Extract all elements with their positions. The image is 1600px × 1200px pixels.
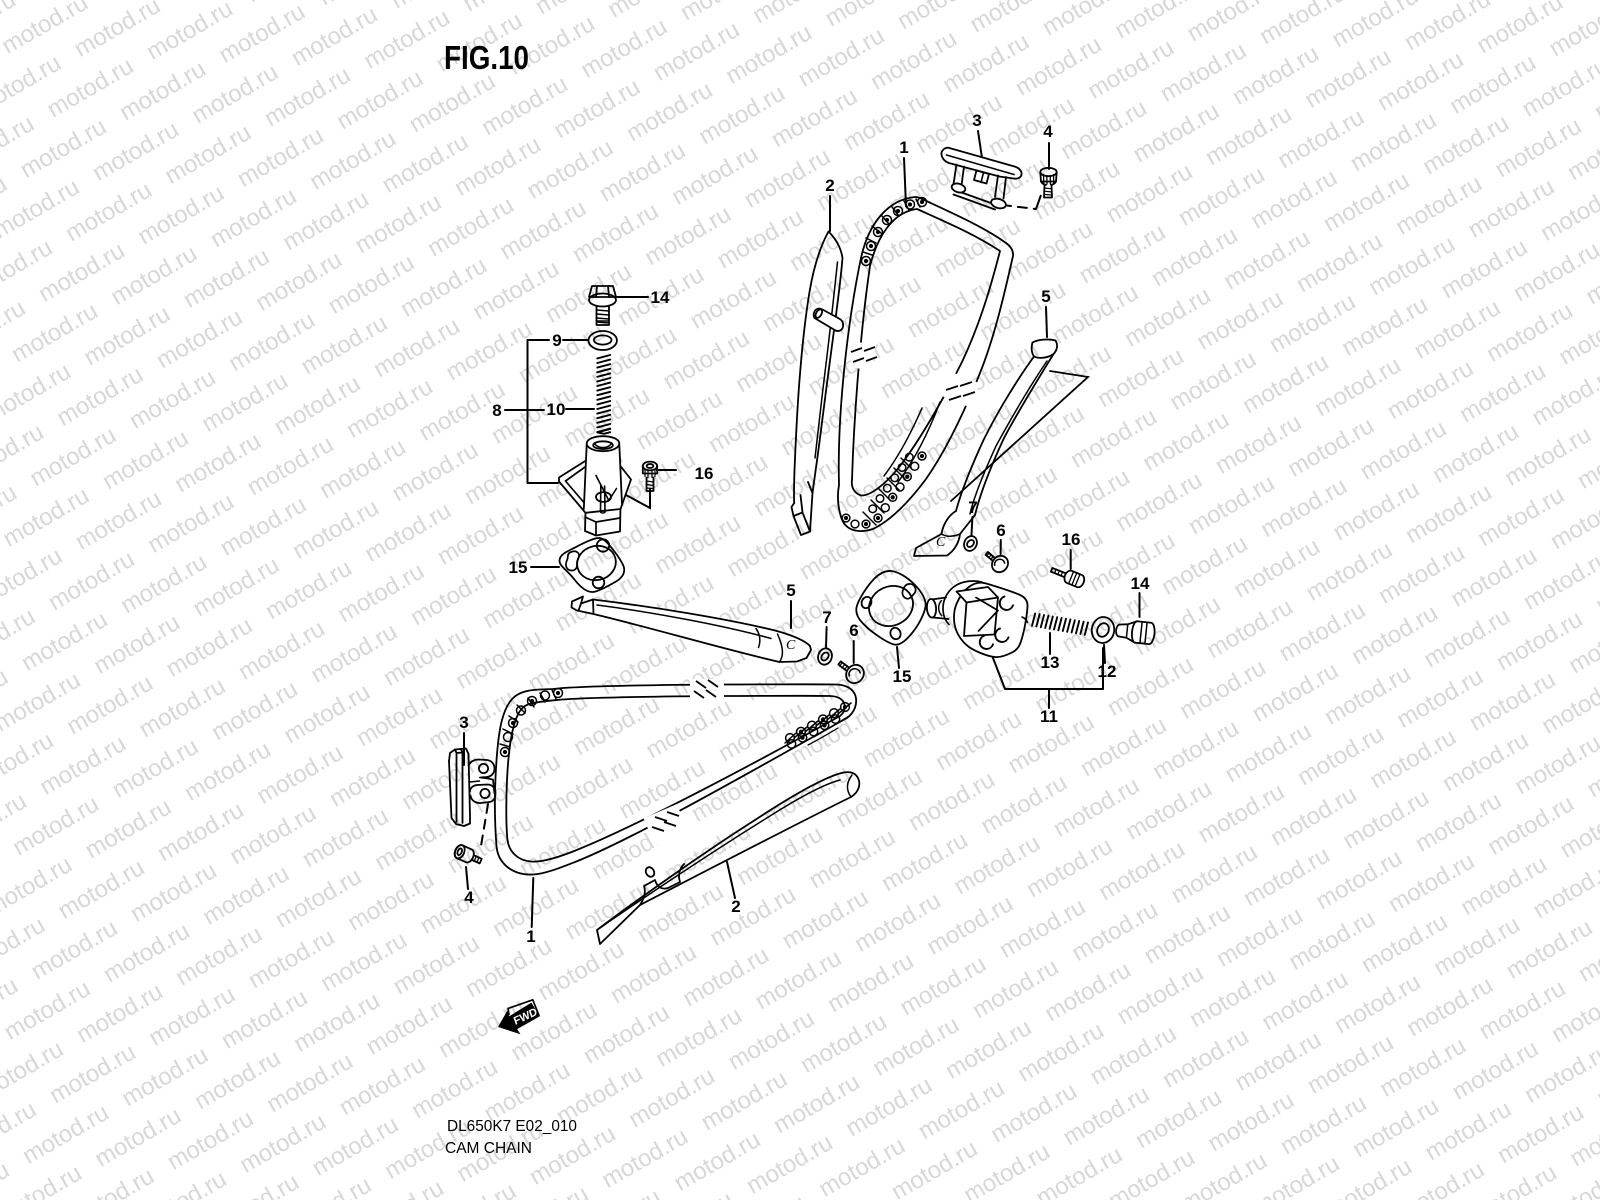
svg-text:12: 12 — [1098, 662, 1117, 681]
svg-text:11: 11 — [1040, 707, 1058, 726]
svg-text:CAM CHAIN: CAM CHAIN — [445, 1140, 532, 1157]
svg-text:3: 3 — [972, 111, 981, 130]
svg-text:15: 15 — [893, 667, 912, 686]
svg-text:7: 7 — [822, 608, 831, 627]
svg-text:14: 14 — [1131, 574, 1150, 593]
svg-text:10: 10 — [547, 400, 566, 419]
svg-text:6: 6 — [996, 521, 1005, 540]
svg-text:DL650K7 E02_010: DL650K7 E02_010 — [447, 1118, 577, 1135]
svg-text:16: 16 — [695, 464, 714, 483]
svg-text:FIG.10: FIG.10 — [444, 39, 529, 76]
svg-text:4: 4 — [1043, 122, 1053, 141]
svg-text:motod.ru: motod.ru — [0, 1156, 14, 1200]
svg-text:C: C — [936, 535, 946, 550]
svg-text:13: 13 — [1041, 653, 1060, 672]
svg-text:5: 5 — [1041, 287, 1050, 306]
svg-text:3: 3 — [459, 713, 468, 732]
svg-text:6: 6 — [849, 621, 858, 640]
svg-text:7: 7 — [968, 498, 977, 517]
svg-text:1: 1 — [526, 927, 535, 946]
svg-text:motod.ru: motod.ru — [1572, 0, 1600, 2]
svg-text:9: 9 — [552, 331, 561, 350]
svg-text:14: 14 — [651, 288, 670, 307]
svg-text:1: 1 — [899, 138, 908, 157]
svg-text:15: 15 — [509, 558, 528, 577]
svg-text:16: 16 — [1062, 530, 1081, 549]
svg-text:5: 5 — [786, 581, 795, 600]
svg-text:C: C — [786, 638, 796, 653]
svg-text:8: 8 — [492, 401, 501, 420]
svg-text:4: 4 — [464, 888, 474, 907]
svg-text:2: 2 — [731, 897, 740, 916]
svg-text:2: 2 — [825, 176, 834, 195]
